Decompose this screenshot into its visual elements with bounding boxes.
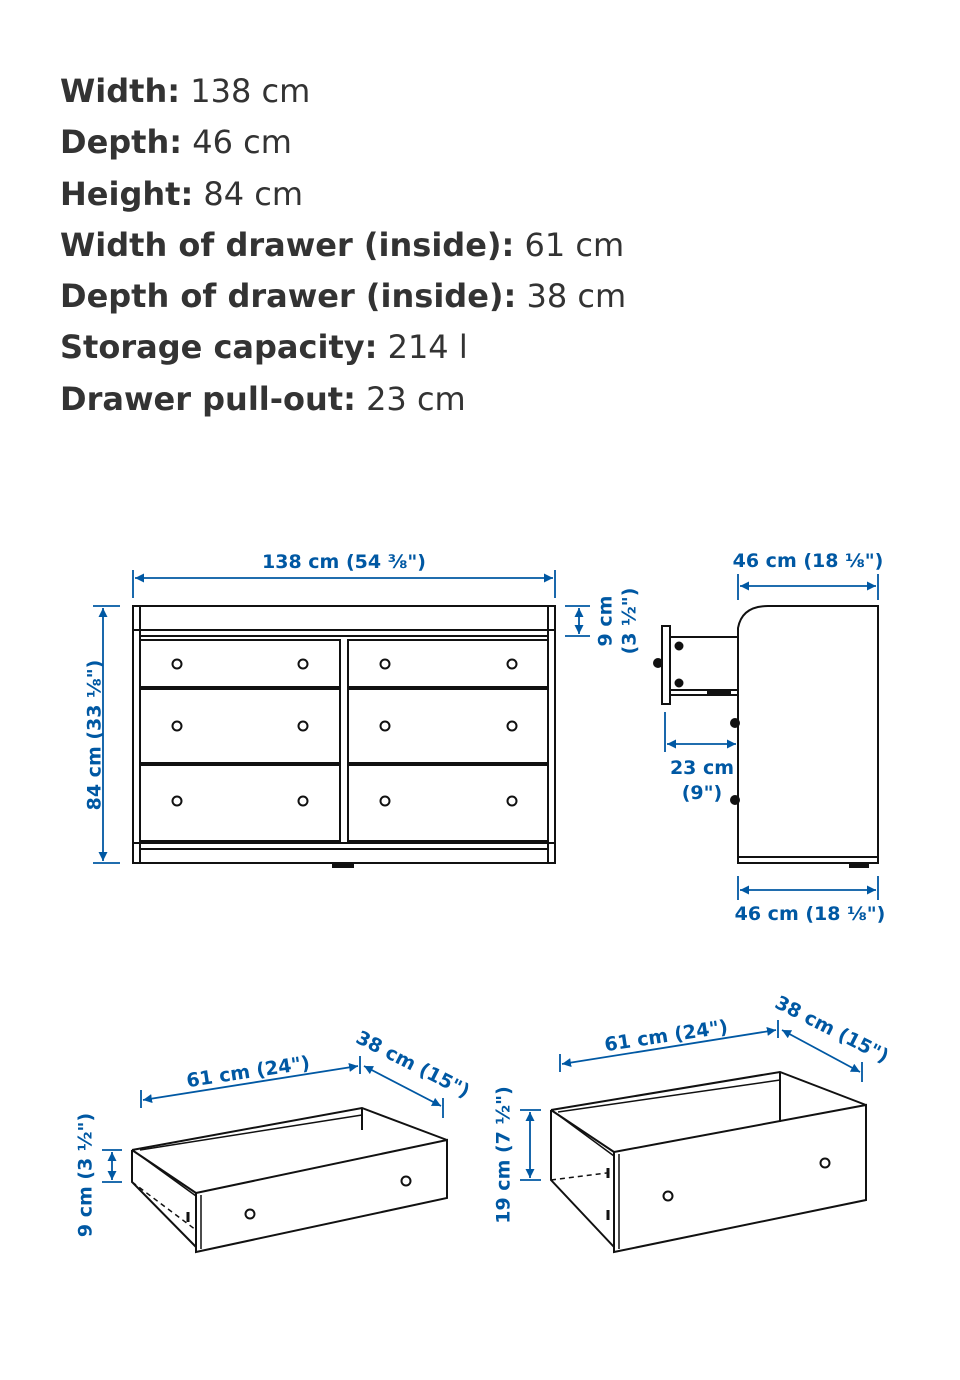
pullout-label: 23 cm (670, 757, 734, 779)
spec-depth: Depth: 46 cm (60, 117, 626, 168)
large-drawer-view (550, 1070, 867, 1254)
side-dimensions (664, 574, 879, 900)
large-drawer-width-label: 61 cm (24") (603, 1016, 729, 1056)
large-drawer-dimensions (520, 1020, 863, 1181)
small-drawer-view (131, 1106, 448, 1254)
spec-label: Width: (60, 72, 181, 110)
top-height-label-imperial: (3 ½") (619, 588, 641, 655)
front-dimensions (93, 570, 590, 864)
knob-icons (171, 658, 518, 807)
side-depth-top-label: 46 cm (18 ⅛") (733, 550, 884, 572)
spec-label: Storage capacity: (60, 328, 378, 367)
spec-label: Height: (60, 174, 194, 213)
drawer-front (139, 688, 341, 764)
large-drawer-height-label: 19 cm (7 ½") (493, 1086, 515, 1224)
spec-height: Height: 84 cm (60, 169, 626, 220)
drawer-front (139, 639, 341, 688)
drawer-front (347, 639, 549, 688)
spec-drawer-width: Width of drawer (inside): 61 cm (60, 220, 626, 271)
top-height-label: 9 cm (595, 596, 617, 647)
spec-label: Depth: (60, 123, 183, 162)
front-height-label: 84 cm (33 ⅛") (84, 660, 106, 811)
spec-value: 61 cm (524, 225, 625, 264)
spec-storage-capacity: Storage capacity: 214 l (60, 322, 626, 373)
dresser-side-outline (737, 605, 879, 864)
front-view (132, 605, 556, 868)
spec-value: 138 cm (190, 72, 311, 110)
small-drawer-width-line (142, 1062, 359, 1104)
spec-label: Drawer pull-out: (60, 379, 356, 418)
spec-value: 23 cm (366, 379, 466, 418)
knob-icon (400, 1175, 412, 1187)
knob-icon (662, 1190, 674, 1202)
drawer-front (347, 764, 549, 842)
small-drawer-dimensions (102, 1056, 444, 1183)
knob-icon (244, 1208, 256, 1220)
drawer-front (347, 688, 549, 764)
small-drawer-width-label: 61 cm (24") (185, 1052, 311, 1092)
spec-drawer-pullout: Drawer pull-out: 23 cm (60, 374, 626, 425)
spec-value: 38 cm (526, 277, 627, 316)
large-drawer-width-line (561, 1026, 777, 1068)
spec-value: 84 cm (203, 174, 304, 213)
spec-label: Depth of drawer (inside): (60, 277, 517, 316)
small-drawer-height-label: 9 cm (3 ½") (75, 1113, 97, 1237)
spec-value: 46 cm (192, 123, 292, 162)
side-depth-bottom-label: 46 cm (18 ⅛") (735, 903, 886, 925)
dresser-outline (132, 605, 556, 864)
drawer-front-panel (195, 1138, 448, 1254)
large-drawer-depth-line (781, 1029, 861, 1073)
spec-drawer-depth: Depth of drawer (inside): 38 cm (60, 271, 626, 322)
spec-label: Width of drawer (inside): (60, 225, 515, 264)
spec-list: Width: 138 cm Depth: 46 cm Height: 84 cm… (60, 66, 626, 425)
drawer-front-panel (613, 1103, 867, 1254)
knob-icon (819, 1157, 831, 1169)
front-width-label: 138 cm (54 ⅜") (262, 551, 426, 573)
spec-value: 214 l (387, 328, 468, 367)
drawer-front (139, 764, 341, 842)
small-drawer-depth-line (363, 1065, 442, 1107)
spec-width: Width: 138 cm (60, 66, 626, 117)
pullout-label-imperial: (9") (682, 782, 723, 804)
side-view (653, 605, 879, 868)
